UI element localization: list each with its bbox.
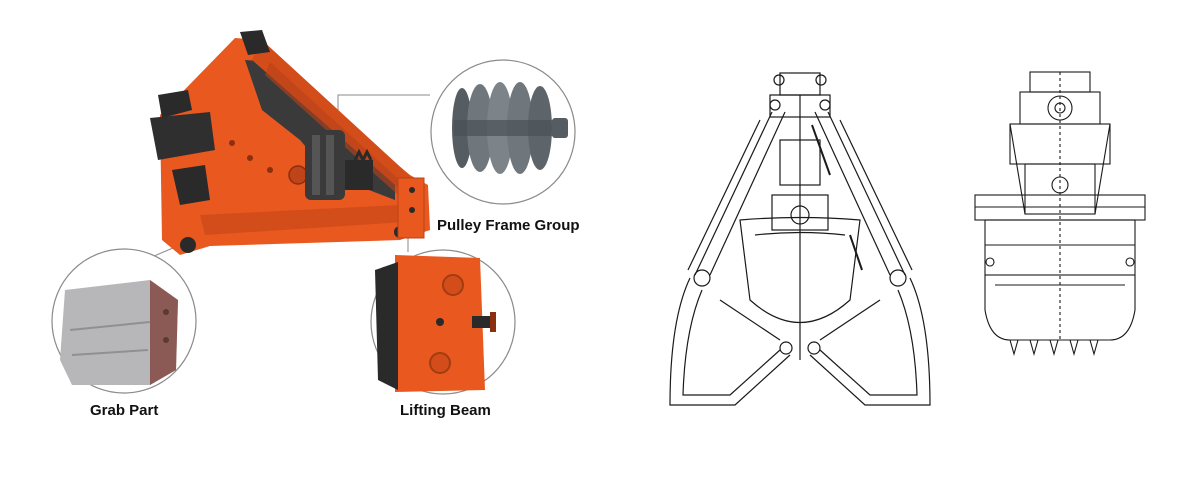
front-elevation-drawing: [669, 72, 931, 406]
frame-pulley-block: [305, 130, 373, 200]
grab-bucket-illustration: [51, 30, 576, 395]
side-elevation-drawing: [974, 71, 1146, 357]
lifting-beam-detail-circle: [370, 249, 516, 395]
pulley-frame-group-label: Pulley Frame Group: [437, 217, 580, 234]
technical-drawing-panel: [630, 0, 1200, 482]
grab-part-detail-circle: [51, 248, 197, 394]
grab-part-label: Grab Part: [90, 402, 159, 419]
grab-bucket-body: [150, 30, 430, 255]
pulley-detail-circle: [430, 59, 576, 205]
lifting-beam-label: Lifting Beam: [400, 402, 491, 419]
front-and-side-elevation-drawings: [669, 71, 1146, 406]
product-photo-panel: Pulley Frame Group Grab Part Lifting Bea…: [51, 30, 580, 419]
